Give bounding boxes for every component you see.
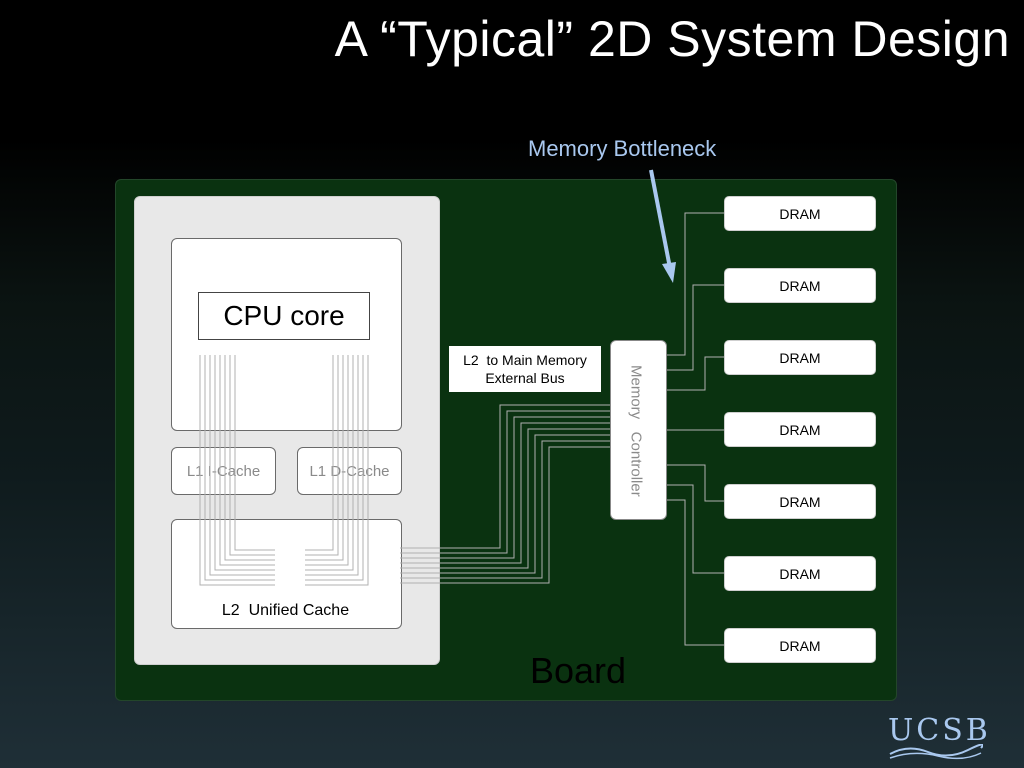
ucsb-logo-wave-icon: [889, 744, 983, 760]
dram-module: DRAM: [724, 196, 876, 231]
external-bus-line-1: L2 to Main Memory: [463, 352, 587, 368]
memory-controller-label: Memory Controller: [627, 365, 645, 497]
slide-title: A “Typical” 2D System Design: [334, 11, 1010, 67]
bottleneck-arrow: [649, 169, 676, 283]
ucsb-logo: UCSB: [888, 713, 991, 748]
external-bus-label: L2 to Main Memory External Bus: [449, 346, 601, 392]
dram-module: DRAM: [724, 484, 876, 519]
memory-controller: [610, 340, 667, 520]
board-label: Board: [530, 650, 627, 691]
dram-module: DRAM: [724, 412, 876, 447]
l1-dcache: L1 D-Cache: [297, 447, 402, 495]
dram-module: DRAM: [724, 340, 876, 375]
l2-cache-label: L2 Unified Cache: [221, 602, 350, 619]
dram-module: DRAM: [724, 628, 876, 663]
external-bus-line-2: External Bus: [485, 370, 565, 386]
cpu-core-label: CPU core: [198, 292, 370, 340]
dram-module: DRAM: [724, 268, 876, 303]
dram-module: DRAM: [724, 556, 876, 591]
memory-bottleneck-label: Memory Bottleneck: [528, 136, 717, 161]
